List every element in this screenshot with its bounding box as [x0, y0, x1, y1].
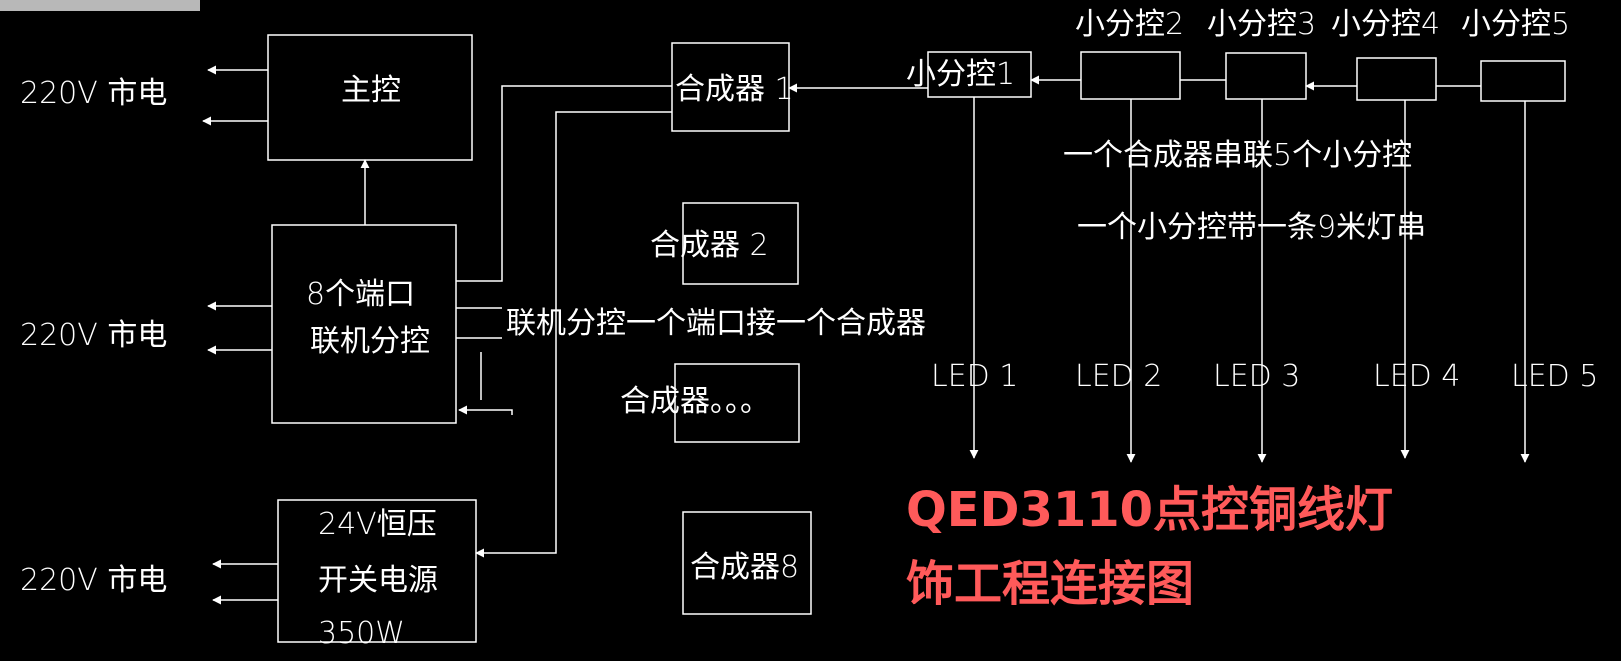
hub-label-line2: 联机分控: [310, 324, 430, 359]
synthesizer-box-8: [682, 511, 812, 615]
mains-label-1: 220V 市电: [20, 76, 167, 111]
power-feed-line: [458, 405, 513, 415]
led-label-1: LED 1: [931, 359, 1018, 394]
top-edge-strip: [0, 0, 200, 11]
sub-controller-label-2: 小分控2: [1075, 7, 1184, 42]
sub-controller-label-3: 小分控3: [1207, 7, 1316, 42]
hub-label-line1: 8个端口: [306, 277, 415, 312]
sub-controller-box-4: [1356, 57, 1437, 101]
sub-controller-label-5: 小分控5: [1461, 7, 1570, 42]
led-label-5: LED 5: [1511, 359, 1598, 394]
note-string: 一个小分控带一条9米灯串: [1077, 210, 1426, 245]
mains-label-3: 220V 市电: [20, 563, 167, 598]
main-controller-box: [267, 34, 473, 161]
synthesizer-box-2: [682, 202, 799, 285]
psu-label-line3: 350W: [318, 616, 405, 651]
sub-controller-box-1: [927, 51, 1032, 98]
sub-controller-box-5: [1480, 60, 1566, 102]
synthesizer-label-1: 合成器 1: [675, 72, 794, 107]
main-controller-label: 主控: [341, 73, 401, 108]
note-chain: 一个合成器串联5个小分控: [1063, 138, 1412, 173]
sub-controller-box-3: [1225, 52, 1307, 100]
led-label-2: LED 2: [1075, 359, 1162, 394]
power-supply-box: [277, 499, 477, 643]
synthesizer-label-more: 合成器。。。: [620, 384, 770, 419]
note-hub-ports: 联机分控一个端口接一个合成器: [506, 306, 926, 341]
diagram-title-line1: QED3110点控铜线灯: [906, 482, 1393, 538]
mains-label-2: 220V 市电: [20, 318, 167, 353]
synth1-to-psu-line: [475, 111, 672, 558]
synthesizer-box-more: [674, 363, 800, 443]
psu-label-line2: 开关电源: [318, 563, 438, 598]
led-label-4: LED 4: [1373, 359, 1460, 394]
led-label-3: LED 3: [1213, 359, 1300, 394]
psu-label-line1: 24V恒压: [318, 507, 437, 542]
sub-controller-box-2: [1080, 51, 1181, 100]
hub-box: [271, 224, 457, 424]
synthesizer-label-2: 合成器 2: [650, 228, 769, 263]
port-to-synth1-line: [456, 85, 672, 282]
synthesizer-label-8: 合成器8: [690, 550, 799, 585]
diagram-title-line2: 饰工程连接图: [906, 556, 1194, 612]
sub-controller-label-4: 小分控4: [1331, 7, 1440, 42]
sub-controller-label-1: 小分控1: [906, 57, 1015, 92]
